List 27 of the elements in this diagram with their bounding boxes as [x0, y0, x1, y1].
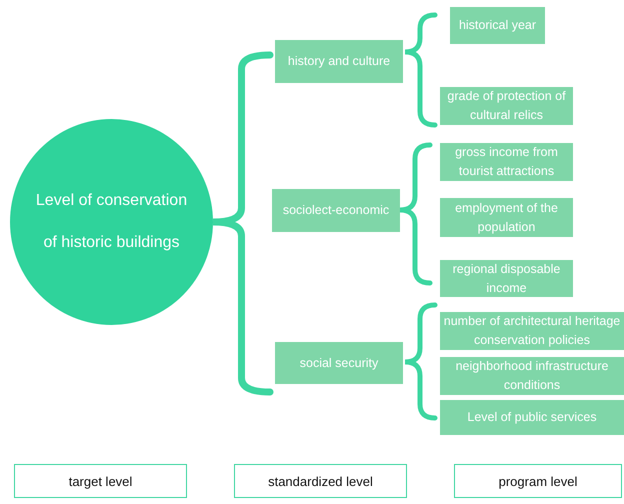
- node-label: gross income from tourist attractions: [454, 144, 559, 180]
- indicator-box: [275, 40, 403, 83]
- node-label: grade of protection of cultural relics: [446, 88, 567, 124]
- indicator-box: [440, 198, 573, 237]
- node-label: target level: [68, 474, 132, 488]
- level-label-box: [234, 464, 407, 498]
- node-label: neighborhood infrastructure conditions: [454, 358, 610, 394]
- indicator-box: [440, 143, 573, 181]
- node-label: Level of conservation of historic buildings: [34, 191, 188, 253]
- indicator-box: [440, 400, 624, 435]
- node-label: regional disposable income: [452, 260, 562, 296]
- node-label: employment of the population: [454, 200, 559, 236]
- indicator-box: [440, 357, 624, 395]
- level-label-box: [454, 464, 622, 498]
- node-label: history and culture: [288, 53, 390, 70]
- indicator-box: [450, 7, 545, 44]
- node-label: program level: [498, 474, 578, 488]
- node-label: Level of public services: [467, 409, 597, 426]
- node-label: standardized level: [268, 474, 373, 488]
- node-label: historical year: [458, 17, 536, 34]
- node-label: number of architectural heritage conservation policies: [442, 313, 622, 349]
- level-label-box: [14, 464, 187, 498]
- node-label: sociolect-economic: [282, 202, 390, 220]
- indicator-box: [272, 189, 400, 232]
- indicator-box: [440, 260, 573, 297]
- indicator-box: [275, 342, 403, 384]
- node-label: social security: [300, 354, 378, 372]
